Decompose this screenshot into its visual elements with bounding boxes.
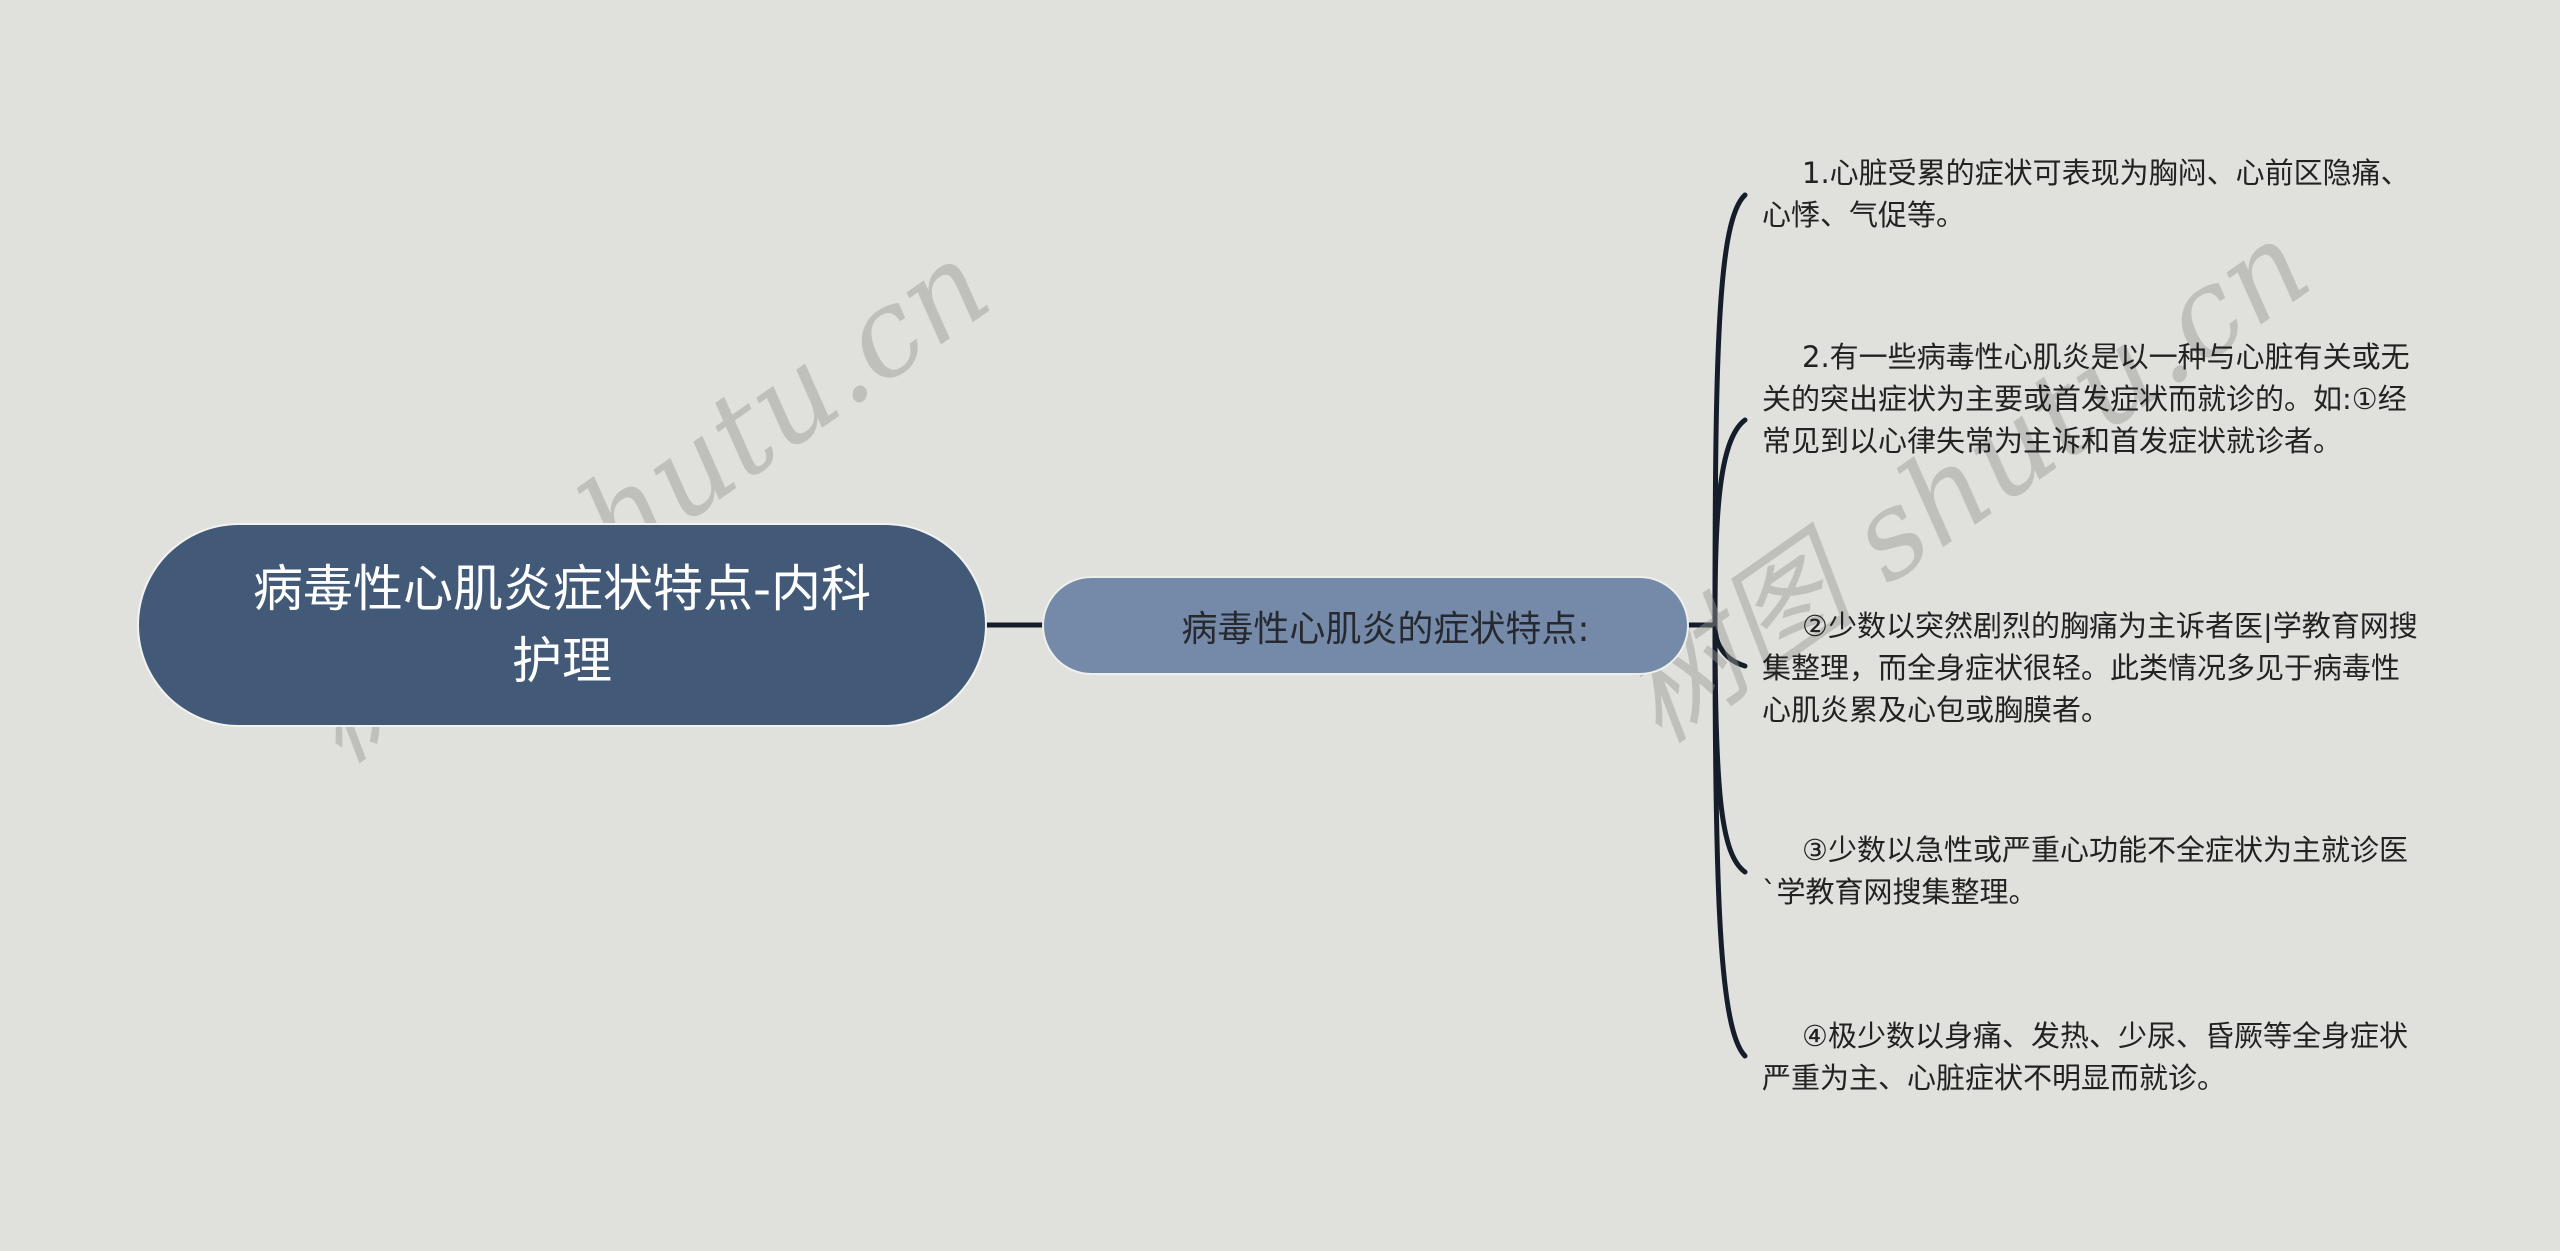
leaf-node-2[interactable]: 2.有一些病毒性心肌炎是以一种与心脏有关或无关的突出症状为主要或首发症状而就诊的… — [1762, 340, 2410, 458]
leaf-node-3[interactable]: ②少数以突然剧烈的胸痛为主诉者医|学教育网搜集整理，而全身症状很轻。此类情况多见… — [1762, 609, 2418, 727]
leaf-node-5[interactable]: ④极少数以身痛、发热、少尿、昏厥等全身症状严重为主、心脏症状不明显而就诊。 — [1762, 1019, 2408, 1095]
branch-node-label: 病毒性心肌炎的症状特点: — [1181, 608, 1590, 650]
branch-node-symptom-features[interactable]: 病毒性心肌炎的症状特点: — [1044, 578, 1687, 673]
leaf-node-4[interactable]: ③少数以急性或严重心功能不全症状为主就诊医`学教育网搜集整理。 — [1762, 833, 2408, 909]
root-node-label: 病毒性心肌炎症状特点-内科护理 — [252, 560, 872, 690]
leaf-node-1[interactable]: 1.心脏受累的症状可表现为胸闷、心前区隐痛、心悸、气促等。 — [1762, 156, 2410, 232]
root-node[interactable]: 病毒性心肌炎症状特点-内科护理 — [139, 525, 985, 725]
